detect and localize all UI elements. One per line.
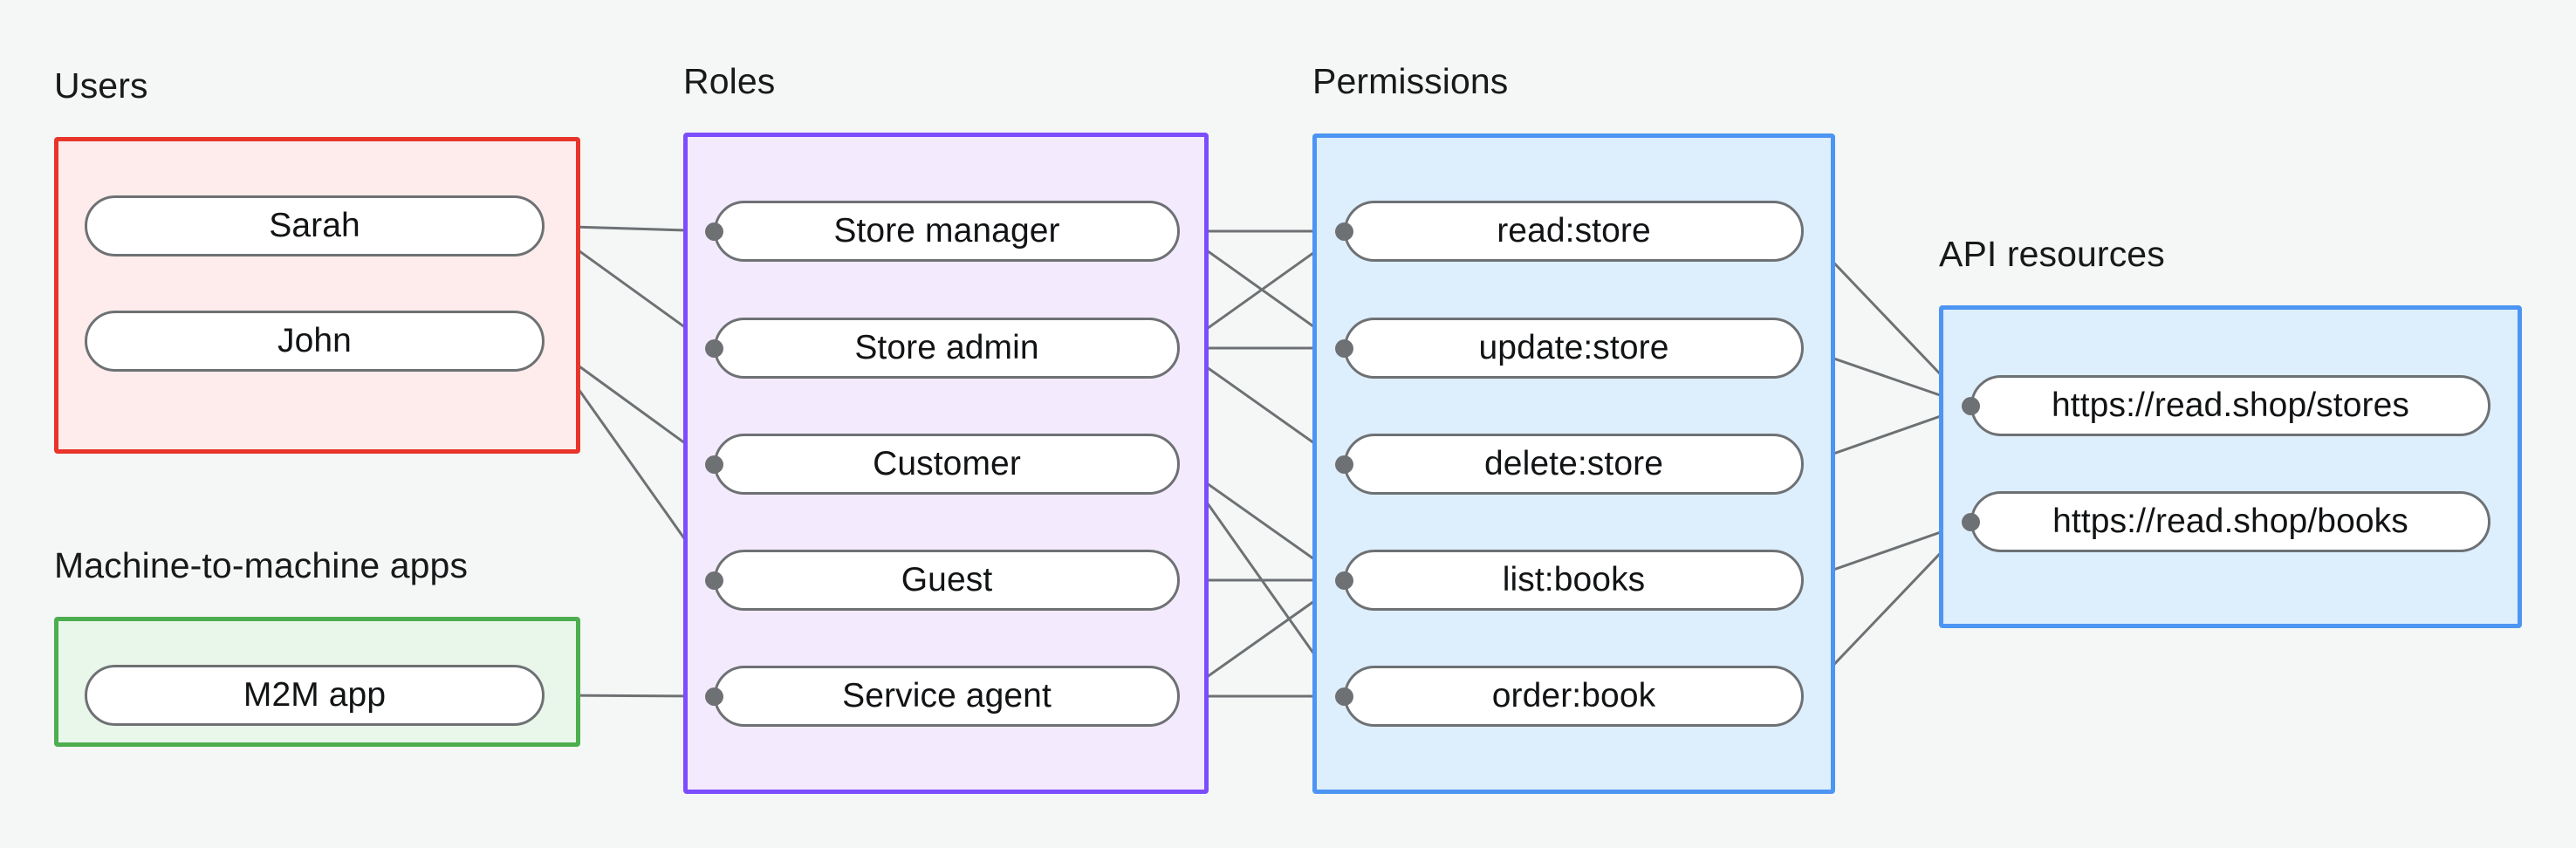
group-label-permissions: Permissions <box>1312 61 1509 101</box>
node-orderbook[interactable]: order:book <box>1344 666 1804 727</box>
node-label: https://read.shop/stores <box>2052 386 2409 424</box>
node-sarah[interactable]: Sarah <box>85 195 545 256</box>
node-label: M2M app <box>243 676 387 714</box>
node-apibooks[interactable]: https://read.shop/books <box>1970 491 2490 552</box>
node-label: Store manager <box>833 212 1060 250</box>
group-label-m2m: Machine-to-machine apps <box>54 545 469 585</box>
node-label: order:book <box>1491 677 1656 715</box>
group-box-api <box>1939 305 2522 628</box>
port-storeadmin <box>705 339 723 358</box>
group-label-users: Users <box>54 65 148 106</box>
node-storemanager[interactable]: Store manager <box>714 201 1180 262</box>
node-label: update:store <box>1478 329 1669 366</box>
node-label: John <box>277 322 352 359</box>
port-apibooks <box>1962 513 1980 531</box>
node-listbooks[interactable]: list:books <box>1344 550 1804 611</box>
node-label: Service agent <box>842 677 1052 715</box>
port-updatestore <box>1335 339 1353 358</box>
node-label: Sarah <box>269 207 360 244</box>
port-readstore <box>1335 222 1353 241</box>
node-readstore[interactable]: read:store <box>1344 201 1804 262</box>
group-label-api: API resources <box>1939 234 2165 274</box>
node-guest[interactable]: Guest <box>714 550 1180 611</box>
port-listbooks <box>1335 571 1353 590</box>
node-updatestore[interactable]: update:store <box>1344 318 1804 379</box>
group-box-users <box>54 137 580 454</box>
port-customer <box>705 455 723 474</box>
node-label: https://read.shop/books <box>2052 503 2408 540</box>
node-serviceagent[interactable]: Service agent <box>714 666 1180 727</box>
port-serviceagent <box>705 687 723 706</box>
node-m2mapp[interactable]: M2M app <box>85 665 545 726</box>
node-john[interactable]: John <box>85 311 545 372</box>
port-orderbook <box>1335 687 1353 706</box>
node-storeadmin[interactable]: Store admin <box>714 318 1180 379</box>
node-label: Customer <box>873 445 1021 482</box>
port-storemanager <box>705 222 723 241</box>
node-label: Store admin <box>854 329 1039 366</box>
node-label: Guest <box>901 561 993 598</box>
port-guest <box>705 571 723 590</box>
node-deletestore[interactable]: delete:store <box>1344 434 1804 495</box>
node-label: read:store <box>1497 212 1651 250</box>
node-customer[interactable]: Customer <box>714 434 1180 495</box>
port-deletestore <box>1335 455 1353 474</box>
node-label: delete:store <box>1484 445 1663 482</box>
port-apistores <box>1962 397 1980 415</box>
group-label-roles: Roles <box>683 61 776 101</box>
node-apistores[interactable]: https://read.shop/stores <box>1970 375 2490 436</box>
node-label: list:books <box>1502 561 1646 598</box>
